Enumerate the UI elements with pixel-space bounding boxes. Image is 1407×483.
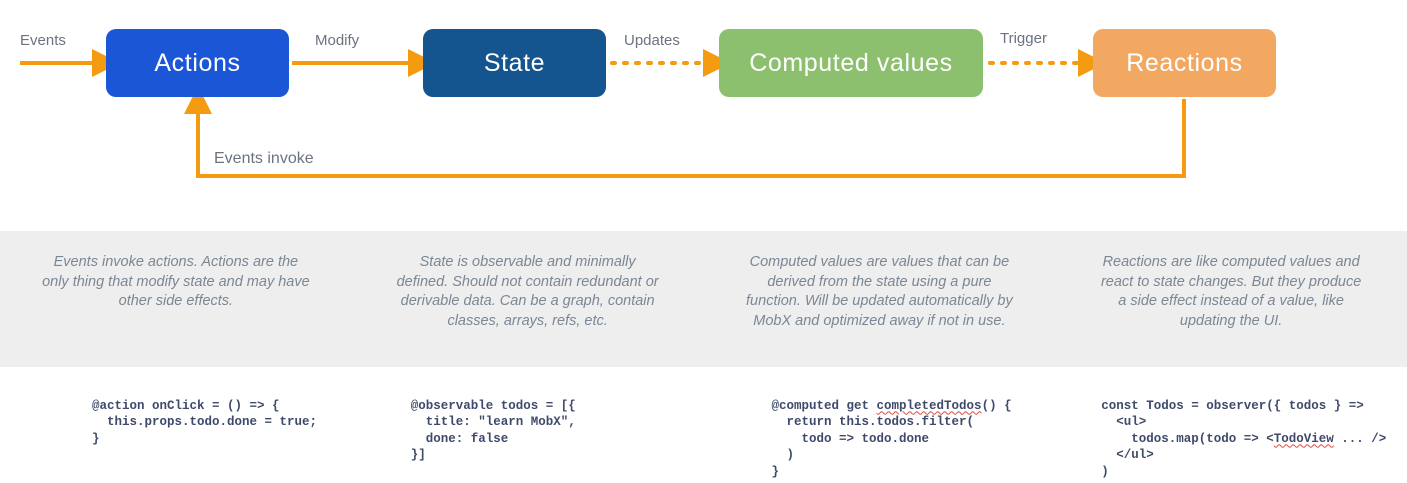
arrow-events-invoke [184,86,1186,178]
code-column-computed: @computed get completedTodos() { return … [704,385,1056,483]
code-block-computed: @computed get completedTodos() { return … [771,398,1012,479]
edge-label-updates: Updates [624,32,680,49]
flow-connectors [20,49,1186,178]
description-text-actions: Events invoke actions. Actions are the o… [42,254,310,309]
code-column-observer: const Todos = observer({ todos } => <ul>… [1055,385,1407,483]
description-text-reactions: Reactions are like computed values and r… [1100,254,1362,329]
node-computed-values-label: Computed values [749,48,953,77]
description-text-computed: Computed values are values that can be d… [746,254,1013,329]
edge-label-events-invoke: Events invoke [214,150,314,167]
description-text-state: State is observable and minimally define… [396,254,659,329]
code-sample-row: @action onClick = () => { this.props.tod… [0,385,1407,483]
code-block-observable: @observable todos = [{ title: "learn Mob… [410,398,576,463]
code-column-observable: @observable todos = [{ title: "learn Mob… [352,385,704,483]
description-column-state: State is observable and minimally define… [352,231,704,367]
node-computed-values[interactable]: Computed values [719,29,983,97]
node-actions[interactable]: Actions [106,29,289,97]
node-state-label: State [483,48,546,77]
description-column-reactions: Reactions are like computed values and r… [1055,231,1407,367]
edge-label-events: Events [20,32,66,49]
edge-label-modify: Modify [315,32,360,49]
description-column-actions: Events invoke actions. Actions are the o… [0,231,352,367]
code-column-action: @action onClick = () => { this.props.tod… [0,385,352,483]
node-state[interactable]: State [423,29,606,97]
node-reactions[interactable]: Reactions [1093,29,1276,97]
node-reactions-label: Reactions [1126,48,1243,77]
edge-label-trigger: Trigger [1000,30,1047,47]
node-actions-label: Actions [154,48,241,77]
description-band: Events invoke actions. Actions are the o… [0,231,1407,367]
code-block-action: @action onClick = () => { this.props.tod… [92,398,318,446]
code-block-observer: const Todos = observer({ todos } => <ul>… [1101,398,1387,479]
description-column-computed: Computed values are values that can be d… [704,231,1056,367]
